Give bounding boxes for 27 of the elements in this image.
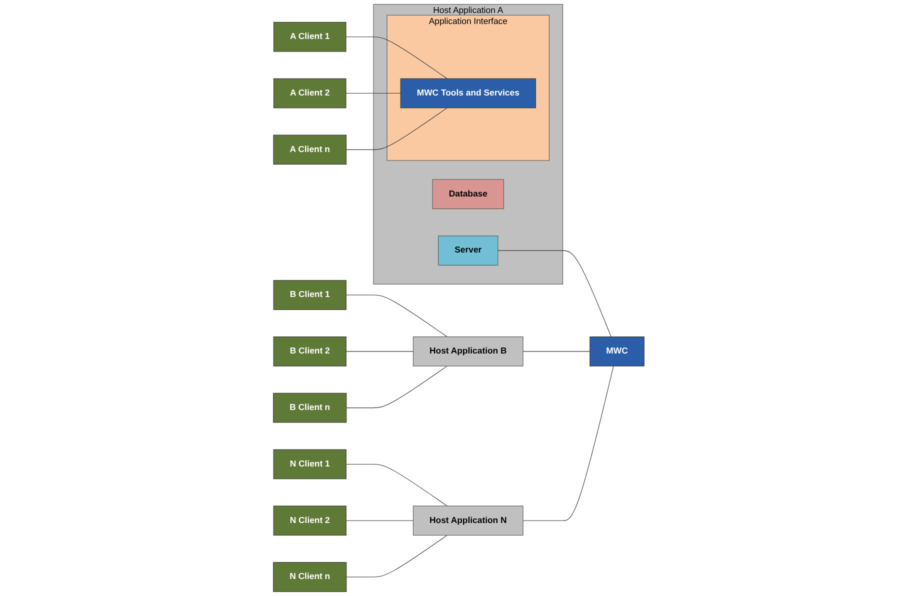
node-box: N Client n: [272, 562, 346, 592]
connector: [346, 351, 414, 352]
node-box: MWC: [589, 336, 644, 366]
node-box: B Client 1: [273, 280, 346, 310]
connector: [497, 250, 612, 338]
node-box: A Client 1: [273, 22, 346, 52]
node-box: Database: [432, 179, 504, 210]
connector: [346, 294, 448, 338]
connector: [345, 93, 401, 94]
node-box: N Client 2: [273, 506, 346, 536]
node-box: B Client 2: [273, 336, 346, 366]
connector: [522, 366, 614, 521]
node-box: Host Application B: [412, 336, 524, 366]
connector: [522, 351, 590, 352]
node-box: Server: [438, 236, 498, 266]
node-box: A Client n: [273, 134, 346, 165]
node-box: N Client 1: [273, 449, 346, 480]
connector: [346, 520, 414, 521]
node-box: A Client 2: [273, 78, 346, 108]
connector: [346, 535, 448, 578]
connector: [346, 108, 448, 150]
connector: [346, 464, 448, 506]
node-box: Host Application N: [412, 506, 524, 536]
connector: [346, 366, 448, 408]
connector: [345, 36, 448, 79]
node-box: MWC Tools and Services: [400, 78, 536, 108]
node-box: B Client n: [272, 392, 346, 423]
